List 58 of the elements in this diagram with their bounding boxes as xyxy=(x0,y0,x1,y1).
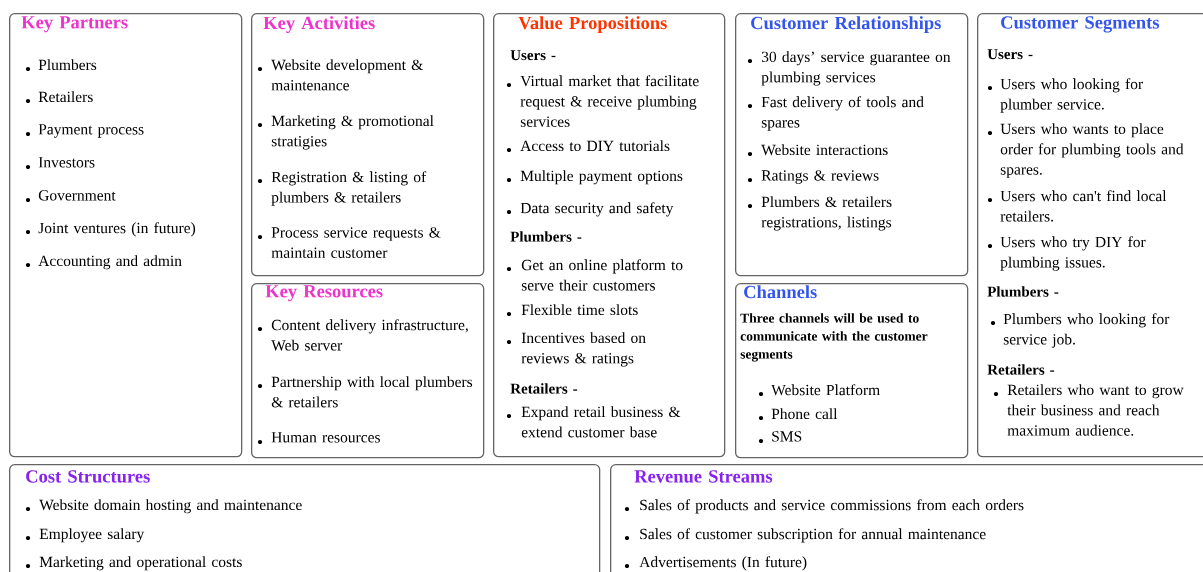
bullet-item: Users who try DIY for plumbing issues. xyxy=(987,236,1146,271)
bullet-item: Sales of products and service commissions from each orders xyxy=(624,499,1024,514)
bullet-item: Plumbers xyxy=(25,59,97,72)
section-subheading: Users - xyxy=(510,50,556,61)
bullet-item: Website Platform xyxy=(758,384,880,397)
description-text: Three channels will be used to communicate with the customer segments xyxy=(740,313,928,362)
bullet-item: Content delivery infrastructure, Web server xyxy=(257,319,468,351)
bullet-item: Retailers xyxy=(25,91,93,104)
bullet-item: Payment process xyxy=(25,124,144,138)
bullet-item: Process service requests & maintain customer xyxy=(257,227,441,258)
bullet-item: Access to DIY tutorials xyxy=(506,140,670,153)
bullet-item: Accounting and admin xyxy=(25,255,182,270)
panel-heading: Key Resources xyxy=(265,285,383,302)
bullet-item: Investors xyxy=(25,157,95,170)
bullet-item: Incentives based on reviews & ratings xyxy=(506,332,646,367)
bullet-item: Expand retail business & extend customer base xyxy=(506,406,681,438)
section-subheading: Plumbers - xyxy=(987,286,1059,297)
section-subheading: Retailers - xyxy=(510,383,578,394)
bullet-item: Partnership with local plumbers & retailers xyxy=(257,376,473,408)
bullet-item: Human resources xyxy=(257,432,380,445)
bullet-item: Flexible time slots xyxy=(506,304,638,317)
panel-heading: Value Propositions xyxy=(518,16,667,33)
bullet-item: Government xyxy=(25,190,116,203)
bullet-item: Users who can't find local retailers. xyxy=(987,190,1167,222)
panel-heading: Key Partners xyxy=(21,16,128,33)
bullet-item: Website domain hosting and maintenance xyxy=(25,499,302,514)
section-subheading: Plumbers - xyxy=(510,231,582,242)
bullet-item: Sales of customer subscription for annual maintenance xyxy=(624,528,986,543)
bullet-item: Marketing & promotional stratigies xyxy=(257,115,434,150)
panel-heading: Customer Relationships xyxy=(751,16,941,33)
bullet-item: SMS xyxy=(758,431,802,444)
bullet-item: Marketing and operational costs xyxy=(25,556,242,571)
section-subheading: Retailers - xyxy=(987,364,1055,375)
panel-heading: Customer Segments xyxy=(1001,16,1159,33)
bullet-item: Website interactions xyxy=(747,144,888,157)
bullet-item: Multiple payment options xyxy=(506,170,683,185)
bullet-item: Website development & maintenance xyxy=(257,59,423,91)
bullet-item: Virtual market that facilitate request & receive plumbing services xyxy=(506,75,699,127)
bullet-item: Get an online platform to serve their customers xyxy=(506,259,683,291)
bullet-item: Phone call xyxy=(758,408,838,421)
bullet-item: Employee salary xyxy=(25,528,145,543)
bullet-item: Users who wants to place order for plumbing tools and spares. xyxy=(987,123,1184,178)
panel-heading: Cost Structures xyxy=(26,470,150,483)
bullet-item: Users who looking for plumber service. xyxy=(987,78,1143,113)
panel-heading: Key Activities xyxy=(263,16,375,34)
panel-heading: Revenue Streams xyxy=(634,470,773,483)
bullet-item: Advertisements (In future) xyxy=(624,556,807,571)
bullet-item: Registration & listing of plumbers & retailers xyxy=(257,171,427,206)
bullet-item: Ratings & reviews xyxy=(747,170,879,184)
section-subheading: Users - xyxy=(987,49,1033,60)
bullet-item: Fast delivery of tools and spares xyxy=(747,96,924,131)
bullet-item: Data security and safety xyxy=(506,202,674,217)
panel-heading: Channels xyxy=(744,285,817,299)
bullet-item: 30 days’ service guarantee on plumbing services xyxy=(747,51,951,86)
bullet-item: Retailers who want to grow their business and reach maximum audience. xyxy=(993,384,1184,436)
bullet-item: Joint ventures (in future) xyxy=(25,222,196,237)
bullet-item: Plumbers who looking for service job. xyxy=(990,313,1170,348)
bullet-item: Plumbers & retailers registrations, listings xyxy=(747,196,892,231)
